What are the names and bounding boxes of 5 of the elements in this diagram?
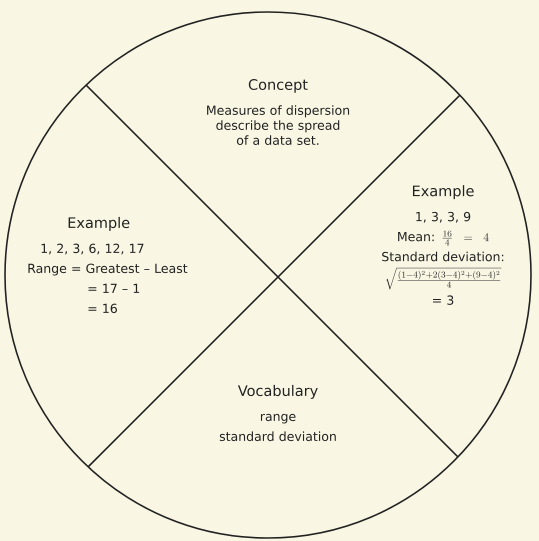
example-sector: Example 1, 2, 3, 6, 12, 17 Range = Greatest – Least = 17 – 1 = 16 <box>28 216 188 314</box>
vocabulary-sector: Vocabulary range standard deviation <box>220 384 336 442</box>
example-sector: Example 1, 3, 3, 9 Mean: $\frac{16}{4} = 4$ Standard deviation: $\sqrt{\frac{(1-4)^2+2(3-4)^2+(9-4)^2}{4}}$ = 3 <box>382 185 504 305</box>
circle-outline <box>4 11 532 539</box>
concept-sector: Concept Measures of dispersion describe the spread of a data set. <box>207 79 350 145</box>
